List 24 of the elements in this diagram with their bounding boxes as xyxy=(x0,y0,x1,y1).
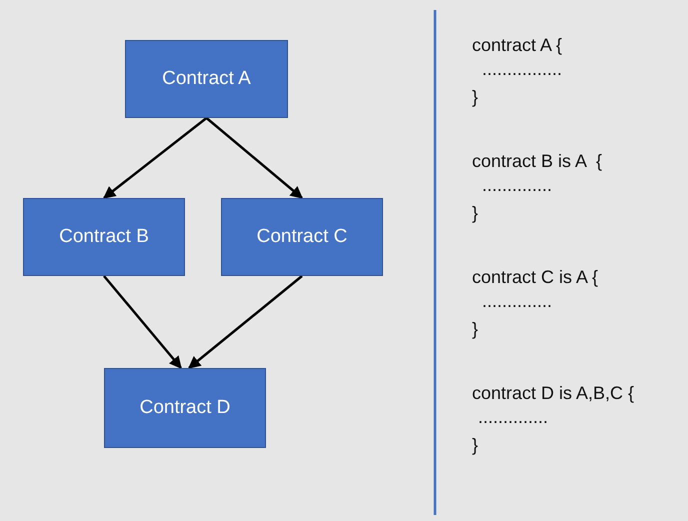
contract-box xyxy=(104,368,266,448)
arrow xyxy=(103,117,208,199)
box-label: Contract B xyxy=(59,226,149,248)
code-line: } xyxy=(472,202,478,224)
code-line: contract B is A { xyxy=(472,150,602,172)
code-line: contract A { xyxy=(472,34,562,56)
code-line: ................ xyxy=(482,58,562,80)
code-line: .............. xyxy=(482,290,552,312)
contract-box xyxy=(125,40,288,118)
box-label: Contract D xyxy=(140,397,230,419)
arrow xyxy=(206,117,303,199)
box-label: Contract A xyxy=(162,68,251,90)
box-label: Contract C xyxy=(256,226,348,248)
contract-box xyxy=(23,198,185,276)
code-line: } xyxy=(472,86,478,108)
arrow xyxy=(188,275,303,369)
code-line: contract D is A,B,C { xyxy=(472,382,634,404)
code-line: .............. xyxy=(478,406,548,428)
code-line: } xyxy=(472,318,478,340)
code-line: .............. xyxy=(482,174,552,196)
code-line: contract C is A { xyxy=(472,266,598,288)
arrow xyxy=(103,275,182,369)
code-line: } xyxy=(472,434,478,456)
contract-box xyxy=(221,198,383,276)
